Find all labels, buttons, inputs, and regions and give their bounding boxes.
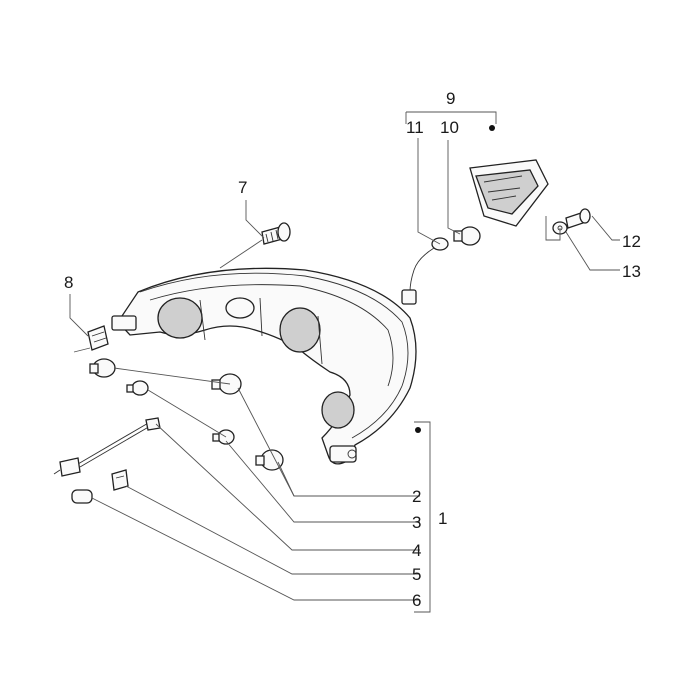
clip-part-5: [111, 469, 129, 491]
tail-light-housing: [111, 267, 417, 465]
callout-5: 5: [412, 565, 421, 584]
callout-11: 11: [406, 118, 424, 137]
bulb-part-3-b: [212, 429, 235, 445]
license-plate-light-part-9: [469, 159, 549, 227]
callout-4: 4: [412, 541, 421, 560]
bulb-part-10: [453, 226, 481, 246]
callout-2: 2: [412, 487, 421, 506]
screw-part-7: [261, 222, 291, 245]
screw-part-12: [565, 208, 591, 229]
callout-13: 13: [622, 262, 641, 281]
clip-part-8: [87, 325, 109, 351]
callout-12: 12: [622, 232, 641, 251]
callout-6: 6: [412, 591, 421, 610]
bulb-part-2-a: [89, 358, 116, 378]
callout-7: 7: [238, 178, 247, 197]
callout-9: 9: [446, 89, 455, 108]
callout-10: 10: [440, 118, 459, 137]
callout-1: 1: [438, 509, 447, 528]
callout-8: 8: [64, 273, 73, 292]
leader-lines: [69, 111, 620, 613]
callout-3: 3: [412, 513, 421, 532]
bulb-part-2-b: [211, 373, 242, 395]
bulb-part-3-a: [126, 380, 149, 396]
wiring-harness-part-4: [53, 417, 161, 477]
bulb-part-6: [71, 489, 93, 504]
bulb-socket-wire-part-11: [401, 237, 449, 305]
